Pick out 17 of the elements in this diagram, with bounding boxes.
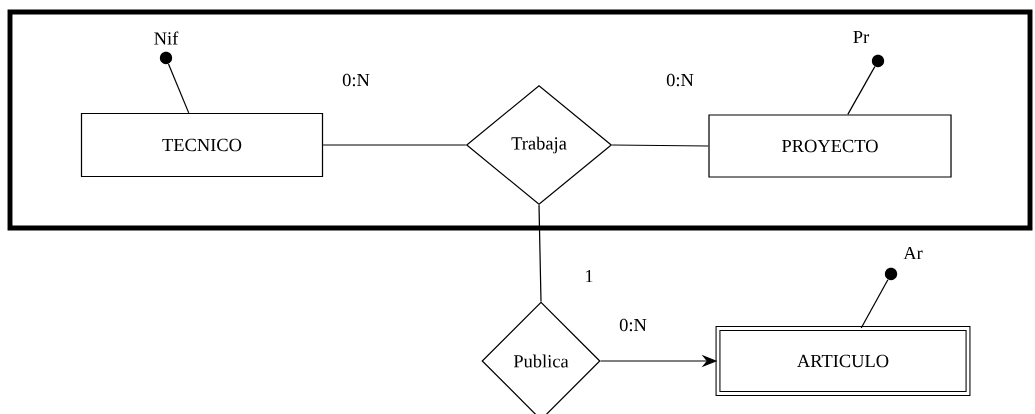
attribute-label: Ar: [903, 246, 923, 260]
connector-line: [611, 144, 709, 147]
aggregation-box: [7, 9, 1033, 231]
connector-line: [538, 204, 542, 302]
weak-entity-box: ARTICULO: [715, 326, 971, 396]
attribute-line: [860, 279, 889, 329]
attribute-line: [167, 63, 190, 114]
attribute-label: Nif: [154, 31, 179, 45]
entity-box: TECNICO: [80, 112, 324, 178]
cardinality-label: 0:N: [617, 317, 649, 334]
cardinality-label: 0:N: [340, 72, 372, 89]
cardinality-label: 1: [582, 268, 596, 284]
entity-box: PROYECTO: [708, 114, 952, 178]
attribute-line: [847, 66, 876, 115]
attribute-label: Pr: [853, 30, 870, 44]
cardinality-label: 0:N: [664, 72, 696, 89]
connector-line: [322, 144, 467, 146]
